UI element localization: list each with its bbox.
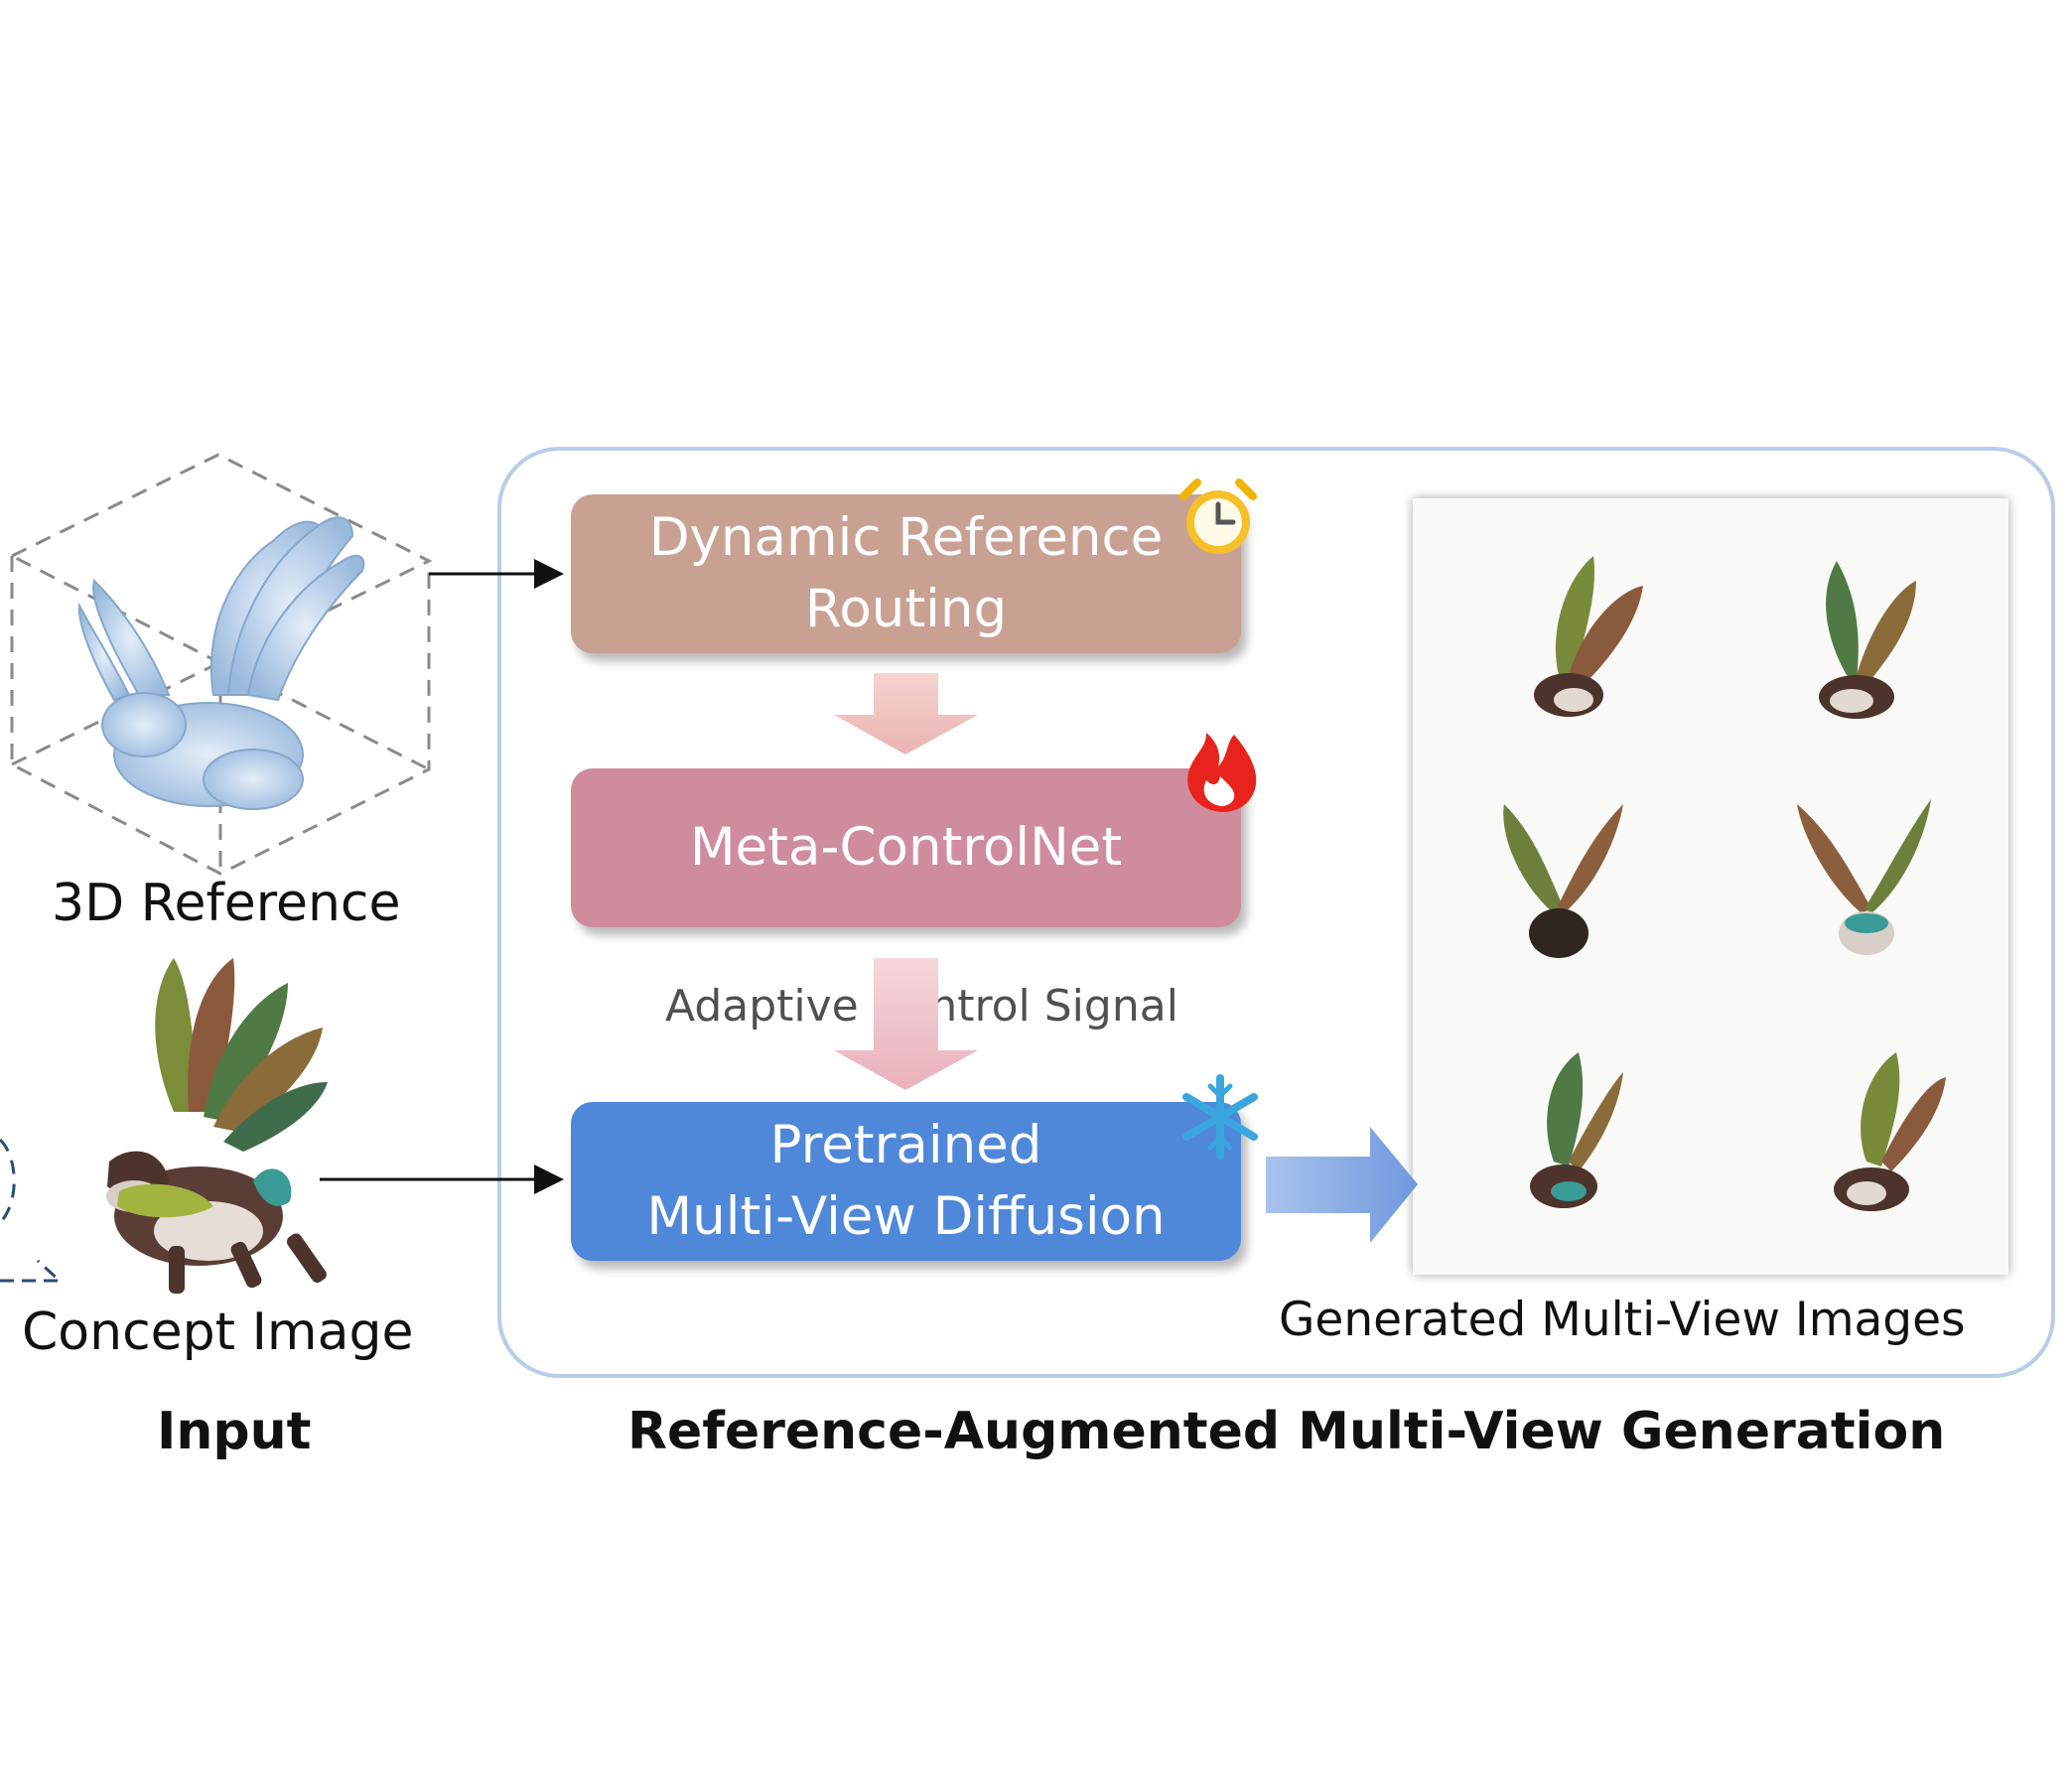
diffusion-label-line1: Pretrained bbox=[769, 1115, 1042, 1175]
reference-3d-model bbox=[77, 516, 365, 810]
generated-images-label: Generated Multi-View Images bbox=[1279, 1293, 1966, 1347]
generation-frame bbox=[497, 447, 2055, 1378]
snowflake-icon bbox=[1182, 1074, 1258, 1160]
routing-label-line1: Dynamic Reference bbox=[648, 507, 1164, 568]
multi-view-diffusion-box: Pretrained Multi-View Diffusion bbox=[571, 1102, 1241, 1261]
generated-view-5 bbox=[1530, 1052, 1623, 1208]
fire-icon bbox=[1187, 733, 1257, 812]
generated-view-3 bbox=[1503, 804, 1623, 958]
diffusion-label-line2: Multi-View Diffusion bbox=[646, 1186, 1166, 1247]
concept-image-label: Concept Image bbox=[22, 1303, 414, 1362]
meta-controlnet-box: Meta-ControlNet bbox=[571, 768, 1241, 927]
generated-view-4 bbox=[1797, 799, 1931, 955]
partial-dashed-arc bbox=[0, 1138, 16, 1225]
dynamic-reference-routing-box: Dynamic Reference Routing bbox=[571, 494, 1241, 653]
generated-view-2 bbox=[1819, 561, 1916, 719]
alarm-clock-icon bbox=[1179, 479, 1257, 554]
controlnet-to-diffusion-arrow bbox=[834, 958, 978, 1090]
diffusion-to-output-arrow bbox=[1266, 1127, 1418, 1243]
input-section-title: Input bbox=[157, 1402, 312, 1461]
generation-section-title: Reference-Augmented Multi-View Generatio… bbox=[627, 1402, 1946, 1461]
concept-creature-image bbox=[106, 958, 328, 1294]
generated-views bbox=[1503, 556, 1946, 1211]
routing-to-controlnet-arrow bbox=[834, 673, 978, 755]
generated-view-1 bbox=[1534, 556, 1643, 717]
partial-dashed-corner bbox=[0, 1259, 64, 1283]
routing-label-line2: Routing bbox=[804, 579, 1008, 639]
generated-view-6 bbox=[1834, 1052, 1946, 1211]
reference-label: 3D Reference bbox=[52, 874, 401, 933]
controlnet-label: Meta-ControlNet bbox=[689, 817, 1123, 878]
